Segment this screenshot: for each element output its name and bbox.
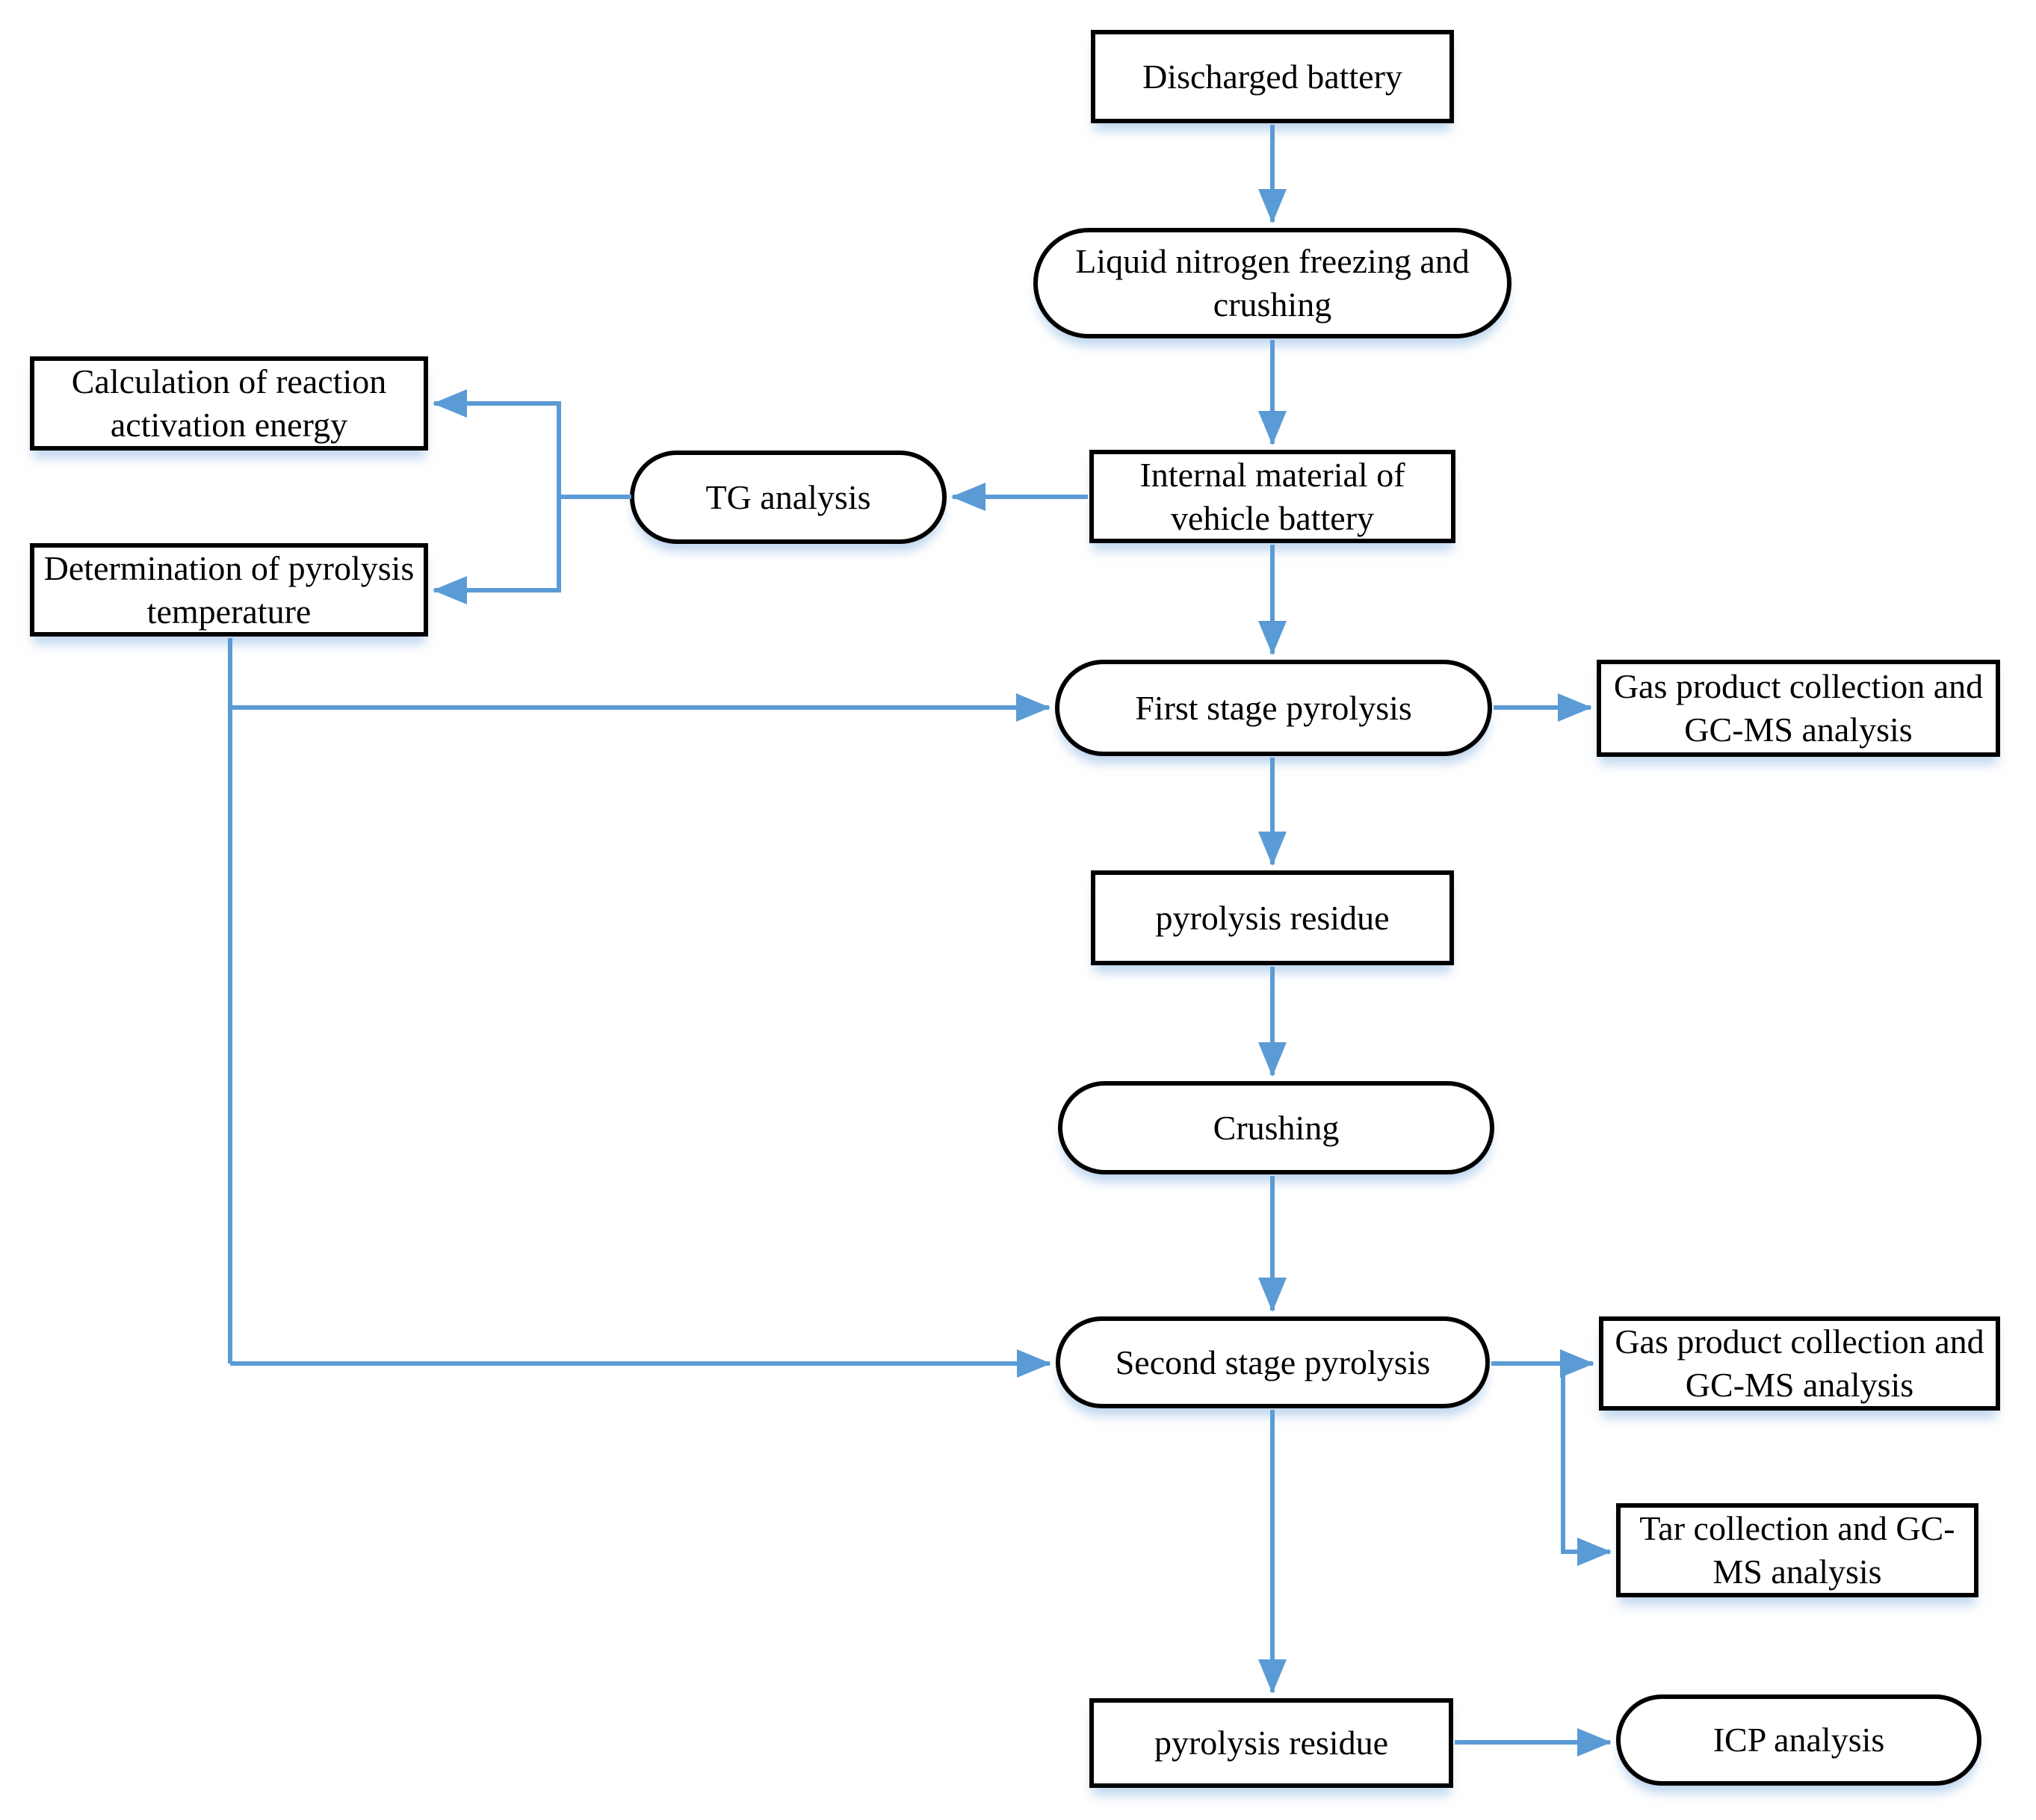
node-calculation-activation-energy: Calculation of reaction activation energ… <box>30 356 428 451</box>
node-label: Discharged battery <box>1142 57 1402 96</box>
node-tar-collection: Tar collection and GC-MS analysis <box>1616 1503 1978 1597</box>
edge-second-stage-to-tar <box>1561 1364 1612 1566</box>
node-determination-pyrolysis-temperature: Determination of pyrolysis temperature <box>30 543 428 637</box>
node-gas-product-collection-1: Gas product collection and GC-MS analysi… <box>1597 660 2000 757</box>
node-label: Crushing <box>1213 1108 1340 1147</box>
node-gas-product-collection-2: Gas product collection and GC-MS analysi… <box>1599 1316 2000 1411</box>
node-label: Gas product collection and GC-MS analysi… <box>1615 1322 1984 1404</box>
node-pyrolysis-residue-2: pyrolysis residue <box>1089 1698 1453 1788</box>
node-label: Liquid nitrogen freezing and crushing <box>1075 242 1470 324</box>
node-second-stage-pyrolysis: Second stage pyrolysis <box>1056 1316 1490 1408</box>
node-crushing: Crushing <box>1058 1081 1494 1174</box>
node-label: ICP analysis <box>1712 1721 1885 1759</box>
node-label: Calculation of reaction activation energ… <box>71 362 387 444</box>
node-pyrolysis-residue-1: pyrolysis residue <box>1091 870 1454 965</box>
node-label: TG analysis <box>705 477 871 516</box>
node-first-stage-pyrolysis: First stage pyrolysis <box>1055 660 1492 756</box>
node-tg-analysis: TG analysis <box>630 451 947 544</box>
node-label: Gas product collection and GC-MS analysi… <box>1613 667 1984 749</box>
node-icp-analysis: ICP analysis <box>1616 1694 1981 1786</box>
node-label: pyrolysis residue <box>1155 898 1390 937</box>
node-label: Second stage pyrolysis <box>1115 1343 1431 1381</box>
node-label: First stage pyrolysis <box>1135 688 1412 727</box>
node-label: Tar collection and GC-MS analysis <box>1639 1509 1955 1591</box>
node-discharged-battery: Discharged battery <box>1091 30 1454 123</box>
node-label: Internal material of vehicle battery <box>1139 455 1405 537</box>
node-label: Determination of pyrolysis temperature <box>43 548 415 631</box>
node-label: pyrolysis residue <box>1154 1724 1388 1762</box>
node-liquid-nitrogen-freezing: Liquid nitrogen freezing and crushing <box>1033 228 1511 338</box>
node-internal-material: Internal material of vehicle battery <box>1089 450 1455 543</box>
